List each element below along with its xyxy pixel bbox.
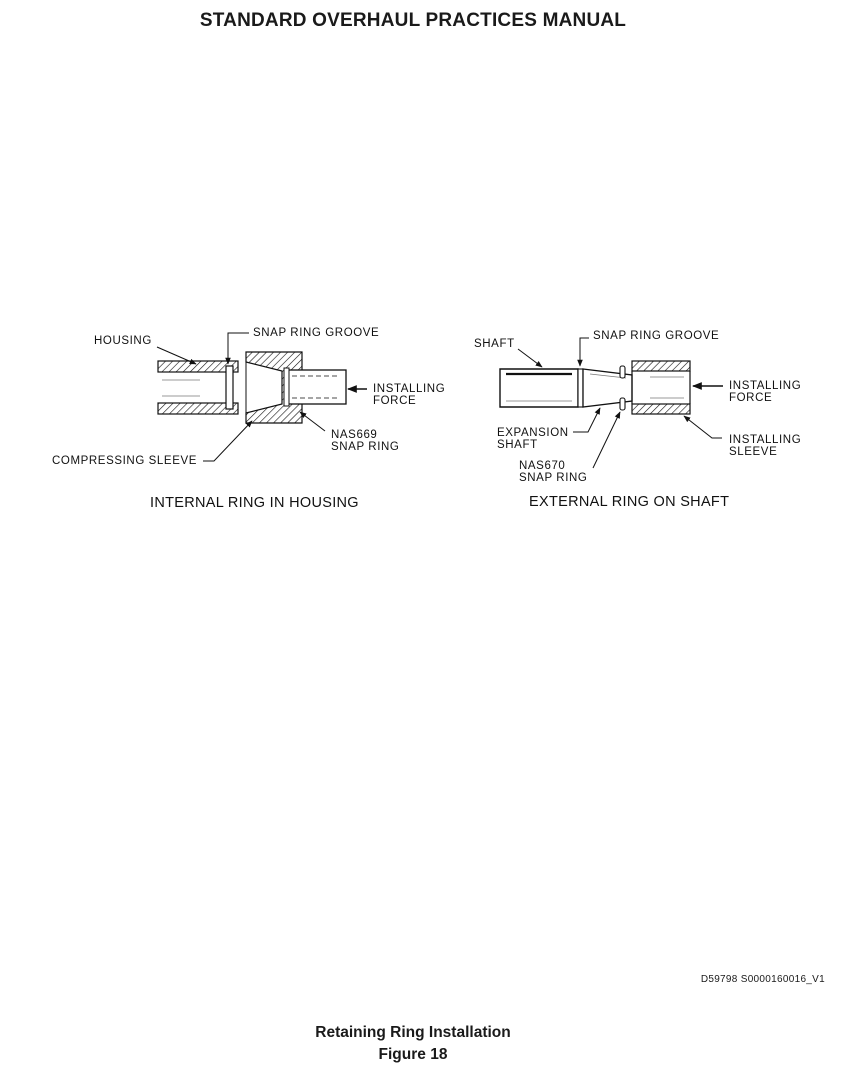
nas670-snap-ring-upper [619, 365, 626, 379]
internal-ring-diagram: HOUSING SNAP RING GROOVE INSTALLING FORC… [52, 327, 445, 511]
figure-caption: Retaining Ring Installation Figure 18 [0, 1022, 826, 1066]
label-snap-ring-groove-right: SNAP RING GROOVE [593, 330, 719, 342]
installing-sleeve-lower [631, 403, 691, 415]
caption-internal-ring: INTERNAL RING IN HOUSING [150, 495, 359, 511]
label-expansion-shaft-1: EXPANSION [497, 427, 569, 439]
label-expansion-shaft-2: SHAFT [497, 439, 538, 451]
label-installing-sleeve-2: SLEEVE [729, 446, 777, 458]
installing-tool [287, 369, 347, 405]
label-installing-force-right-2: FORCE [729, 392, 772, 404]
housing-snap-ring-groove [225, 365, 234, 410]
label-installing-sleeve-1: INSTALLING [729, 434, 801, 446]
label-nas670-2: SNAP RING [519, 472, 587, 484]
shaft-snap-ring-groove [577, 368, 584, 408]
label-installing-force-right-1: INSTALLING [729, 380, 801, 392]
label-housing: HOUSING [94, 335, 152, 347]
external-ring-diagram: SHAFT SNAP RING GROOVE INSTALLING FORCE … [474, 330, 801, 510]
label-nas669-2: SNAP RING [331, 441, 399, 453]
label-installing-force-left-1: INSTALLING [373, 383, 445, 395]
nas669-snap-ring [283, 367, 290, 407]
figure-number: Figure 18 [378, 1046, 448, 1063]
label-snap-ring-groove-left: SNAP RING GROOVE [253, 327, 379, 339]
caption-external-ring: EXTERNAL RING ON SHAFT [529, 494, 729, 510]
label-compressing-sleeve: COMPRESSING SLEEVE [52, 455, 197, 467]
retaining-ring-figure: HOUSING SNAP RING GROOVE INSTALLING FORC… [0, 300, 851, 540]
label-nas670-1: NAS670 [519, 460, 565, 472]
nas670-snap-ring-lower [619, 397, 626, 411]
label-installing-force-left-2: FORCE [373, 395, 416, 407]
figure-title: Retaining Ring Installation [315, 1024, 511, 1041]
installing-sleeve-upper [631, 360, 691, 372]
label-shaft: SHAFT [474, 338, 515, 350]
document-id: D59798 S0000160016_V1 [700, 974, 825, 985]
label-nas669-1: NAS669 [331, 429, 377, 441]
page-title: STANDARD OVERHAUL PRACTICES MANUAL [199, 10, 627, 31]
